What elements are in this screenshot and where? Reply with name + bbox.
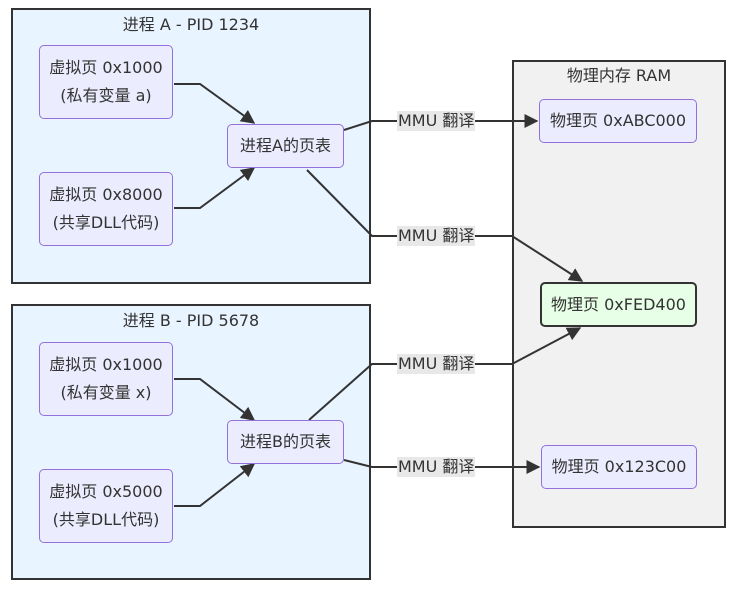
page-table-a: 进程A的页表 <box>227 124 344 168</box>
virtual-page-a-private: 虚拟页 0x1000 (私有变量 a) <box>39 45 173 119</box>
edge-label-b-to-123: MMU 翻译 <box>397 457 476 477</box>
edge-a-private-to-a-table <box>174 83 256 124</box>
virtual-page-a-private-desc: (私有变量 a) <box>60 86 152 105</box>
process-b-title: 进程 B - PID 5678 <box>122 311 260 330</box>
page-table-a-label: 进程A的页表 <box>240 136 331 155</box>
virtual-page-b-private-desc: (私有变量 x) <box>60 383 152 402</box>
physical-page-fed400-label: 物理页 0xFED400 <box>551 294 686 314</box>
edge-b-shared-to-b-table <box>174 463 256 507</box>
physical-page-fed400: 物理页 0xFED400 <box>540 282 697 327</box>
edge-b-private-to-b-table <box>174 378 256 421</box>
physical-page-123c00: 物理页 0x123C00 <box>541 445 697 489</box>
edge-a-table-to-abc <box>343 114 539 131</box>
virtual-page-b-private-address: 虚拟页 0x1000 <box>49 355 163 374</box>
virtual-page-b-shared-desc: (共享DLL代码) <box>52 510 160 529</box>
process-a-title: 进程 A - PID 1234 <box>122 15 260 34</box>
edge-label-a-to-fed: MMU 翻译 <box>397 226 476 246</box>
edge-b-table-to-fed <box>308 327 582 421</box>
virtual-page-b-shared-address: 虚拟页 0x5000 <box>49 482 163 501</box>
virtual-page-b-private: 虚拟页 0x1000 (私有变量 x) <box>39 342 173 416</box>
edge-a-shared-to-a-table <box>174 167 256 209</box>
edge-label-b-to-fed: MMU 翻译 <box>397 354 476 374</box>
virtual-page-a-shared-address: 虚拟页 0x8000 <box>49 185 163 204</box>
page-table-b-label: 进程B的页表 <box>240 432 331 451</box>
page-table-b: 进程B的页表 <box>227 420 344 464</box>
edge-b-table-to-123 <box>343 459 541 474</box>
physical-page-123c00-label: 物理页 0x123C00 <box>551 457 687 476</box>
physical-page-abc000-label: 物理页 0xABC000 <box>549 111 687 130</box>
ram-title: 物理内存 RAM <box>566 66 672 85</box>
virtual-page-a-shared: 虚拟页 0x8000 (共享DLL代码) <box>39 172 173 246</box>
virtual-page-a-shared-desc: (共享DLL代码) <box>52 213 160 232</box>
virtual-page-b-shared: 虚拟页 0x5000 (共享DLL代码) <box>39 469 173 543</box>
virtual-page-a-private-address: 虚拟页 0x1000 <box>49 58 163 77</box>
edge-label-a-to-abc: MMU 翻译 <box>397 111 476 131</box>
physical-page-abc000: 物理页 0xABC000 <box>539 99 697 143</box>
